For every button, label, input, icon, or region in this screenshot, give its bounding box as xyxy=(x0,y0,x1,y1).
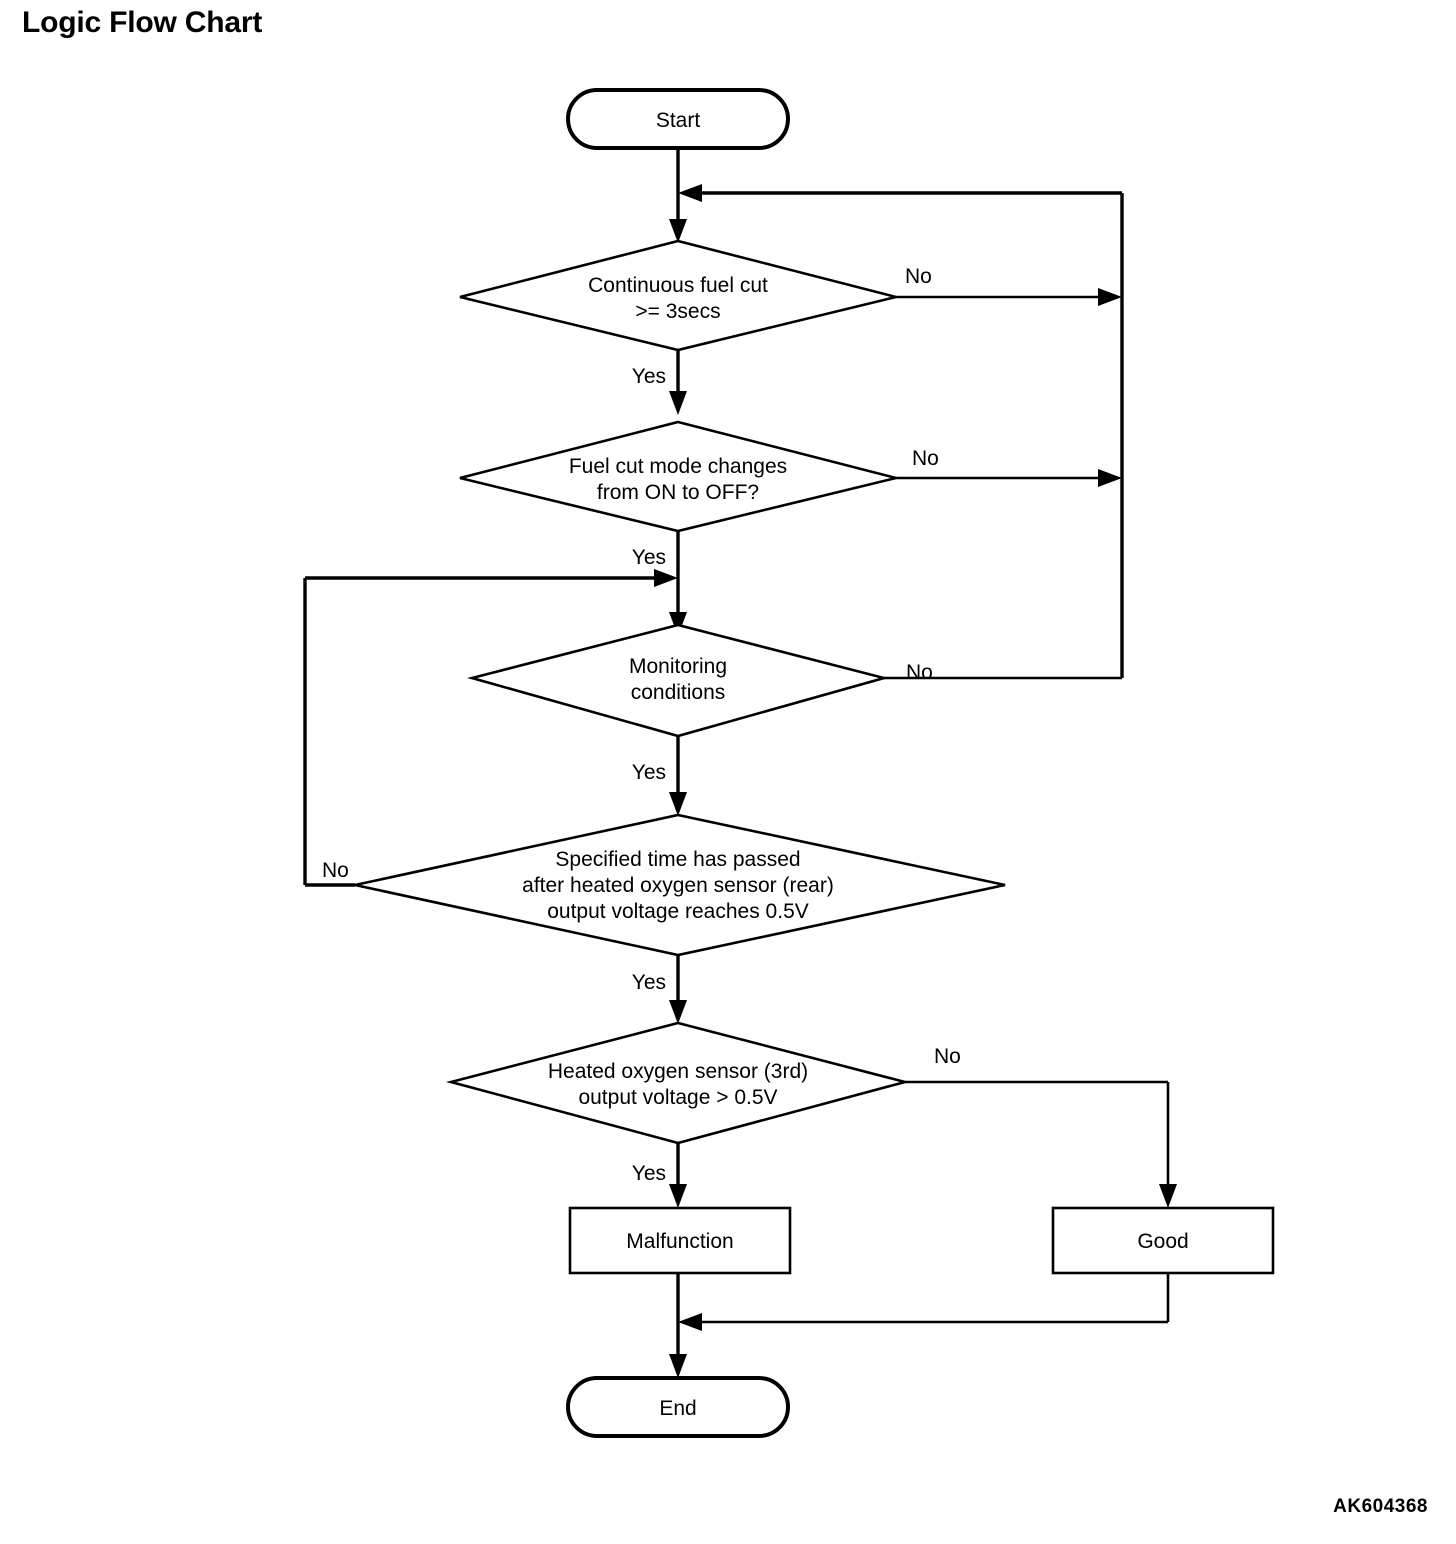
edge-label-d2-yes: Yes xyxy=(632,546,666,569)
node-d4-label-line2: after heated oxygen sensor (rear) xyxy=(522,874,834,897)
node-d4-label-line1: Specified time has passed xyxy=(555,848,800,871)
edge-d4-no-loopback xyxy=(303,569,678,887)
node-decision-continuous-fuel-cut[interactable]: Continuous fuel cut >= 3secs xyxy=(459,239,897,352)
edge-good-to-end xyxy=(678,1273,1170,1331)
node-decision-heated-oxygen-3rd[interactable]: Heated oxygen sensor (3rd) output voltag… xyxy=(445,1021,911,1145)
edge-d2-yes xyxy=(669,531,687,636)
edge-label-d1-no: No xyxy=(905,265,932,288)
edge-d5-no xyxy=(905,1080,1177,1208)
node-end[interactable]: End xyxy=(566,1376,790,1438)
node-decision-specified-time-passed[interactable]: Specified time has passed after heated o… xyxy=(354,813,1006,957)
node-good-label: Good xyxy=(1137,1230,1188,1253)
edge-label-d2-no: No xyxy=(912,447,939,470)
node-d2-label-line2: from ON to OFF? xyxy=(597,481,759,504)
edge-d3-yes xyxy=(669,736,687,816)
edge-label-d4-no: No xyxy=(322,859,349,882)
node-decision-monitoring-conditions[interactable]: Monitoring conditions xyxy=(467,623,889,738)
node-start-label: Start xyxy=(656,109,701,132)
edge-d5-yes xyxy=(669,1143,687,1208)
node-decision-fuel-cut-mode[interactable]: Fuel cut mode changes from ON to OFF? xyxy=(459,420,897,533)
edge-d4-yes xyxy=(669,955,687,1024)
watermark-code: AK604368 xyxy=(1333,1496,1428,1517)
node-d1-label-line1: Continuous fuel cut xyxy=(588,274,768,297)
edge-label-d3-yes: Yes xyxy=(632,761,666,784)
edge-malfunction-to-end xyxy=(669,1273,687,1378)
node-malfunction-label: Malfunction xyxy=(626,1230,733,1253)
edge-d1-no xyxy=(896,288,1122,306)
node-start[interactable]: Start xyxy=(566,88,790,150)
page-title: Logic Flow Chart xyxy=(22,6,263,39)
edge-d2-no xyxy=(896,469,1122,487)
node-good[interactable]: Good xyxy=(1051,1206,1275,1275)
node-d3-label-line2: conditions xyxy=(631,681,726,704)
node-d5-label-line2: output voltage > 0.5V xyxy=(578,1086,777,1109)
edge-label-d5-no: No xyxy=(934,1045,961,1068)
edge-right-return-bus xyxy=(678,184,1124,678)
node-d1-label-line2: >= 3secs xyxy=(635,300,720,323)
node-d4-label-line3: output voltage reaches 0.5V xyxy=(547,900,809,923)
node-d5-label-line1: Heated oxygen sensor (3rd) xyxy=(548,1060,808,1083)
edge-label-d3-no: No xyxy=(906,661,933,684)
edge-label-d5-yes: Yes xyxy=(632,1162,666,1185)
edge-label-d4-yes: Yes xyxy=(632,971,666,994)
node-end-label: End xyxy=(659,1397,696,1420)
edge-start-to-d1 xyxy=(669,148,687,243)
edge-label-d1-yes: Yes xyxy=(632,365,666,388)
node-d3-label-line1: Monitoring xyxy=(629,655,727,678)
node-d2-label-line1: Fuel cut mode changes xyxy=(569,455,787,478)
node-malfunction[interactable]: Malfunction xyxy=(568,1206,792,1275)
edge-d1-yes xyxy=(669,350,687,415)
